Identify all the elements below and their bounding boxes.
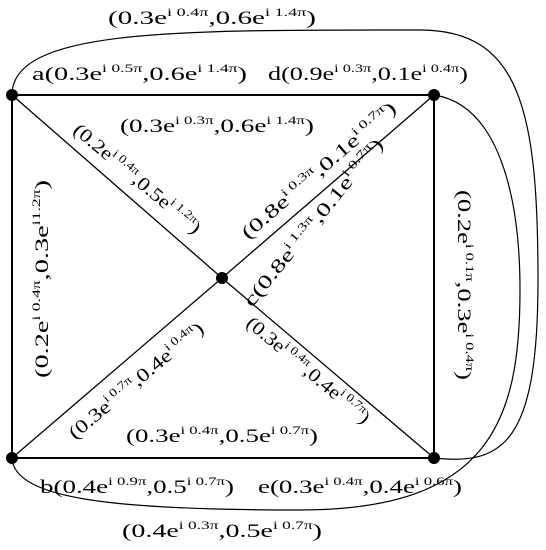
edge-c-e — [221, 277, 435, 459]
vertex-label-e: e(0.3ei 0.4π​,0.4ei 0.6π​) — [258, 474, 462, 498]
vertex-label-d: d(0.9ei 0.3π​,0.1ei 0.4π​) — [268, 61, 468, 85]
edge-d-b-outer — [11, 94, 521, 511]
edge-d-c — [221, 94, 435, 279]
vertex-e — [428, 452, 440, 464]
vertex-b — [6, 452, 18, 464]
edge-label-d-e: (0.2ei 0.1π​,0.3ei 0.4π​) — [453, 190, 477, 380]
edge-labels: (0.3ei 0.3π​,0.6ei 1.4π​) (0.2ei 0.4π​,0… — [29, 5, 477, 542]
edge-label-c-e: (0.3ei 0.4π​,0.4ei 0.7π​) — [242, 310, 376, 428]
vertex-a — [6, 89, 18, 101]
edges — [11, 29, 539, 511]
edge-a-c — [11, 94, 223, 279]
edge-c-b — [11, 277, 223, 459]
edge-label-a-d: (0.3ei 0.3π​,0.6ei 1.4π​) — [120, 113, 314, 137]
edge-label-d-b-outer: (0.4ei 0.3π​,0.5ei 0.7π​) — [122, 518, 322, 542]
vertex-c — [216, 272, 228, 284]
edge-a-e-outer — [11, 29, 539, 460]
vertex-label-a: a(0.3ei 0.5π​,0.6ei 1.4π​) — [32, 61, 247, 85]
vertex-d — [428, 89, 440, 101]
edge-label-a-b: (0.2ei 0.4π​,0.3ei1.2π​) — [29, 180, 53, 378]
vertices — [6, 89, 440, 464]
edge-label-b-e: (0.3ei 0.4π​,0.5ei 0.7π​) — [126, 423, 318, 447]
edge-label-a-e-outer: (0.3ei 0.4π​,0.6ei 1.4π​) — [108, 5, 316, 29]
vertex-label-b: b(0.4ei 0.9π​,0.5i 0.7π​) — [40, 474, 234, 498]
